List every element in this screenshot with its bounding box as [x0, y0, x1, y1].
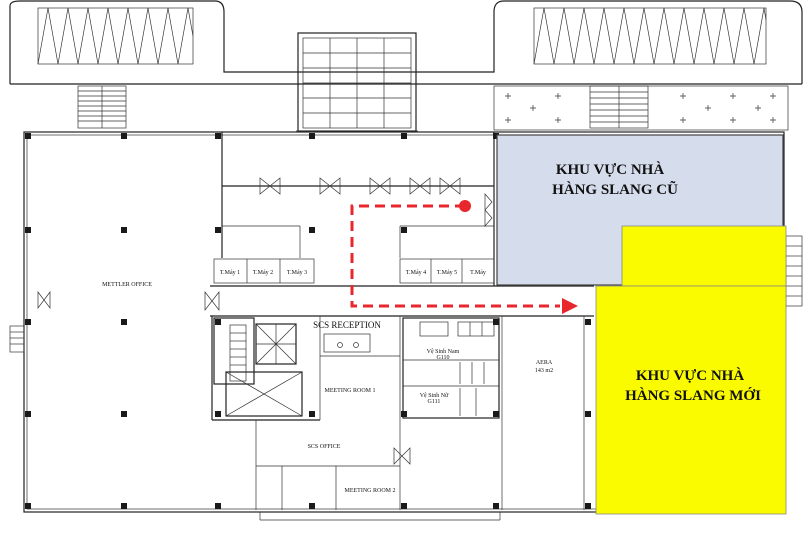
elevator-label-1: T.Máy 1 — [220, 270, 240, 276]
aera-size: 143 m2 — [535, 368, 553, 374]
scs-office-label: SCS OFFICE — [308, 444, 341, 450]
new-zone-title-line1: KHU VỰC NHÀ — [636, 367, 745, 384]
relocation-route — [350, 200, 578, 314]
meeting-room-2-label: MEETING ROOM 2 — [345, 488, 396, 494]
old-zone-title-line1: KHU VỰC NHÀ — [556, 161, 665, 178]
reception-desk — [323, 333, 371, 353]
restroom-block — [402, 317, 500, 419]
core-services — [213, 317, 303, 417]
elevator-label-4: T.Máy 4 — [406, 270, 426, 276]
old-zone-title-line2: HÀNG SLANG CŨ — [552, 180, 678, 198]
meeting-room-1-label: MEETING ROOM 1 — [325, 388, 376, 394]
wc-male-code: G110 — [436, 355, 449, 361]
wc-female-code: G111 — [428, 399, 441, 405]
route-start-dot — [459, 200, 471, 212]
louver-block-left — [37, 7, 194, 65]
elevator-label-6: T.Máy — [470, 270, 486, 276]
elevator-row: T.Máy 1 T.Máy 2 T.Máy 3 T.Máy 4 T.Máy 5 … — [213, 258, 495, 284]
wc-male-label: Vệ Sinh Nam — [427, 349, 460, 355]
doors — [37, 177, 493, 465]
scs-reception-label: SCS RECEPTION — [313, 320, 381, 330]
new-restaurant-zone: KHU VỰC NHÀ HÀNG SLANG MỚI — [595, 225, 787, 515]
new-zone-title-line2: HÀNG SLANG MỚI — [625, 387, 761, 404]
structural-columns — [25, 133, 591, 509]
mettler-office-label: METTLER OFFICE — [102, 282, 152, 288]
stair-top-left — [77, 85, 127, 129]
interior-walls — [210, 132, 594, 510]
louver-block-right — [533, 7, 767, 65]
elevator-label-3: T.Máy 3 — [287, 270, 307, 276]
wc-female-label: Vệ Sinh Nữ — [420, 393, 449, 399]
stair-top-right — [589, 85, 649, 129]
elevator-label-2: T.Máy 2 — [253, 270, 273, 276]
elevator-label-5: T.Máy 5 — [437, 270, 457, 276]
route-arrow-head — [562, 298, 578, 314]
aera-label: AERA — [536, 360, 553, 366]
terrace-pattern — [493, 85, 789, 131]
atrium-grid — [296, 32, 418, 132]
